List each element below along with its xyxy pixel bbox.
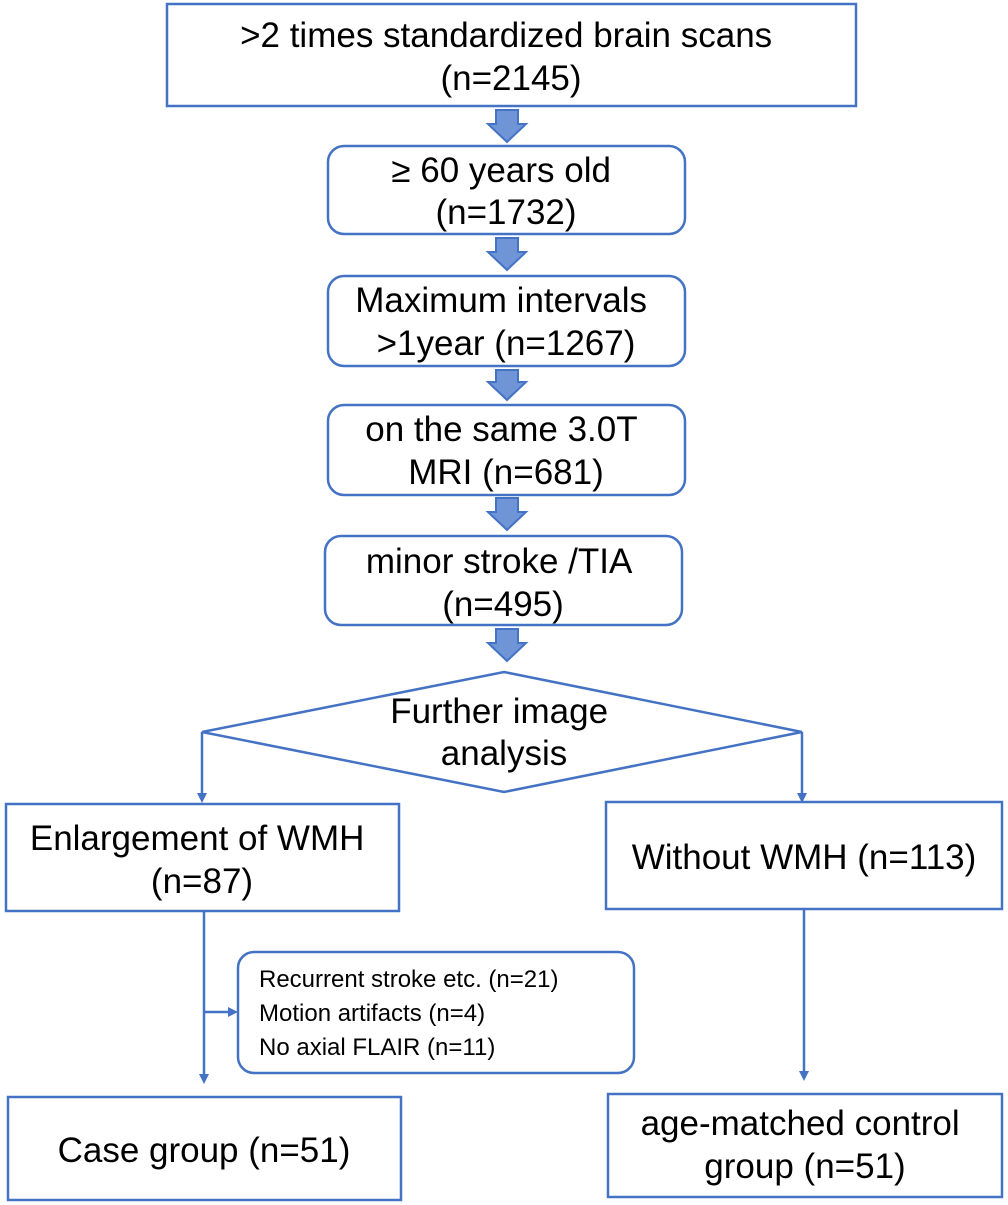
without-wmh-text: Without WMH (n=113) xyxy=(632,838,977,877)
enlargement-wmh-box xyxy=(4,802,401,913)
case-group-text: Case group (n=51) xyxy=(58,1131,351,1170)
down-block-arrow-4 xyxy=(485,497,529,532)
max-intervals-box xyxy=(326,274,687,368)
age-60-text: ≥ 60 years old (n=1732) xyxy=(391,151,620,232)
down-block-arrow-2 xyxy=(485,237,529,272)
without-wmh-box xyxy=(604,800,1004,911)
same-mri-box xyxy=(326,403,687,497)
exclusions-box xyxy=(236,950,636,1075)
minor-stroke-box xyxy=(323,534,684,627)
further-analysis-diamond xyxy=(201,670,803,794)
same-mri-text: on the same 3.0T MRI (n=681) xyxy=(365,410,646,492)
enlargement-wmh-text: Enlargement of WMH (n=87) xyxy=(30,819,374,901)
control-group-box xyxy=(606,1092,1004,1199)
down-block-arrow-3 xyxy=(485,369,529,402)
brain-scans-text: >2 times standardized brain scans (n=214… xyxy=(240,16,782,98)
brain-scans-box xyxy=(165,2,858,108)
further-analysis-text: Further image analysis xyxy=(390,692,618,773)
age-60-box xyxy=(326,144,687,236)
case-group-box xyxy=(6,1095,403,1202)
control-group-text: age-matched control group (n=51) xyxy=(641,1104,970,1186)
minor-stroke-text: minor stroke /TIA (n=495) xyxy=(366,542,640,624)
exclusions-text: Recurrent stroke etc. (n=21) Motion arti… xyxy=(259,966,565,1061)
down-block-arrow-5 xyxy=(485,628,529,663)
down-block-arrow-1 xyxy=(485,109,529,144)
max-intervals-text: Maximum intervals >1year (n=1267) xyxy=(355,281,656,363)
